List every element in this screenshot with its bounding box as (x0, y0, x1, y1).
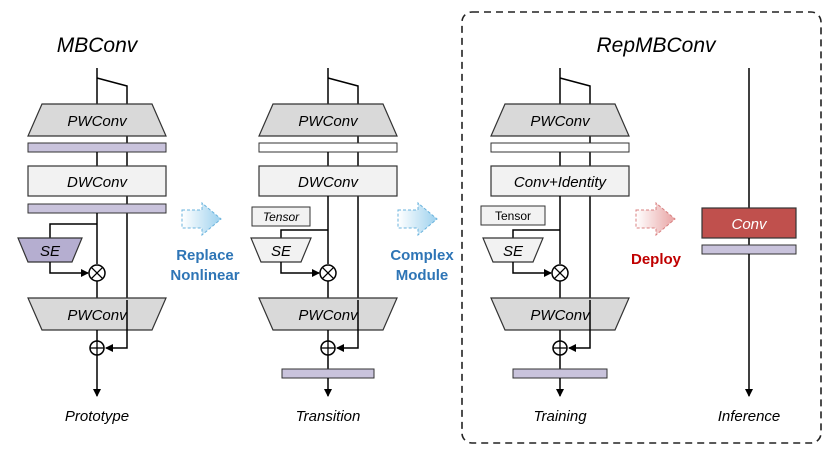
norm-layer (27, 203, 167, 214)
arrow-right-icon (397, 201, 438, 237)
nonlinear-label: Nonlinear (170, 267, 239, 284)
transition-column: PWConv DWConv Tensor SE PWConv Transitio… (250, 68, 398, 425)
se-block (17, 237, 83, 263)
mbconv-title: MBConv (57, 34, 139, 57)
norm-layer (701, 244, 797, 255)
dwconv-block (27, 165, 167, 197)
se-block (250, 237, 312, 263)
arrow-right-icon (635, 201, 676, 237)
pwconv-label: PWConv (298, 113, 359, 130)
tensor-block (251, 206, 311, 227)
deploy-transition: Deploy (631, 201, 682, 268)
conv-identity-label: Conv+Identity (514, 174, 608, 191)
norm-layer (512, 368, 608, 379)
repmbconv-frame (461, 11, 822, 444)
replace-label: Replace (176, 247, 234, 264)
conv-block (701, 207, 797, 239)
dwconv-label: DWConv (298, 174, 360, 191)
pwconv-label: PWConv (67, 113, 128, 130)
norm-layer (258, 142, 398, 153)
se-label: SE (40, 243, 61, 260)
se-label: SE (503, 243, 524, 260)
complex-module-transition: Complex Module (390, 201, 454, 284)
tensor-label: Tensor (263, 210, 300, 224)
conv-identity-block (490, 165, 630, 197)
prototype-caption: Prototype (65, 408, 129, 425)
arrow-right-icon (181, 201, 222, 237)
tensor-label: Tensor (495, 209, 531, 223)
pwconv-label: PWConv (530, 113, 591, 130)
pwconv-expand-block (490, 103, 630, 137)
conv-label: Conv (731, 216, 768, 233)
se-label: SE (271, 243, 292, 260)
dwconv-block (258, 165, 398, 197)
inference-column: Conv Inference (701, 68, 797, 425)
pwconv-project-block (27, 297, 167, 331)
norm-layer (281, 368, 375, 379)
replace-nonlinear-transition: Replace Nonlinear (170, 201, 240, 284)
se-block (482, 237, 544, 263)
mbconv-column: MBConv PWConv DWConv SE PWConv Prototype (17, 34, 167, 425)
inference-caption: Inference (718, 408, 781, 425)
pwconv-label: PWConv (530, 307, 591, 324)
transition-caption: Transition (296, 408, 361, 425)
norm-layer (27, 142, 167, 153)
dwconv-label: DWConv (67, 174, 129, 191)
complex-label: Complex (390, 247, 454, 264)
pwconv-expand-block (27, 103, 167, 137)
pwconv-expand-block (258, 103, 398, 137)
repmbconv-title: RepMBConv (596, 34, 717, 57)
pwconv-project-block (490, 297, 630, 331)
norm-layer (490, 142, 630, 153)
pwconv-project-block (258, 297, 398, 331)
pwconv-label: PWConv (298, 307, 359, 324)
tensor-block (480, 205, 546, 226)
training-caption: Training (533, 408, 587, 425)
training-column: PWConv Conv+Identity Tensor SE PWConv Tr… (480, 68, 630, 425)
module-label: Module (396, 267, 449, 284)
pwconv-label: PWConv (67, 307, 128, 324)
deploy-label: Deploy (631, 251, 682, 268)
